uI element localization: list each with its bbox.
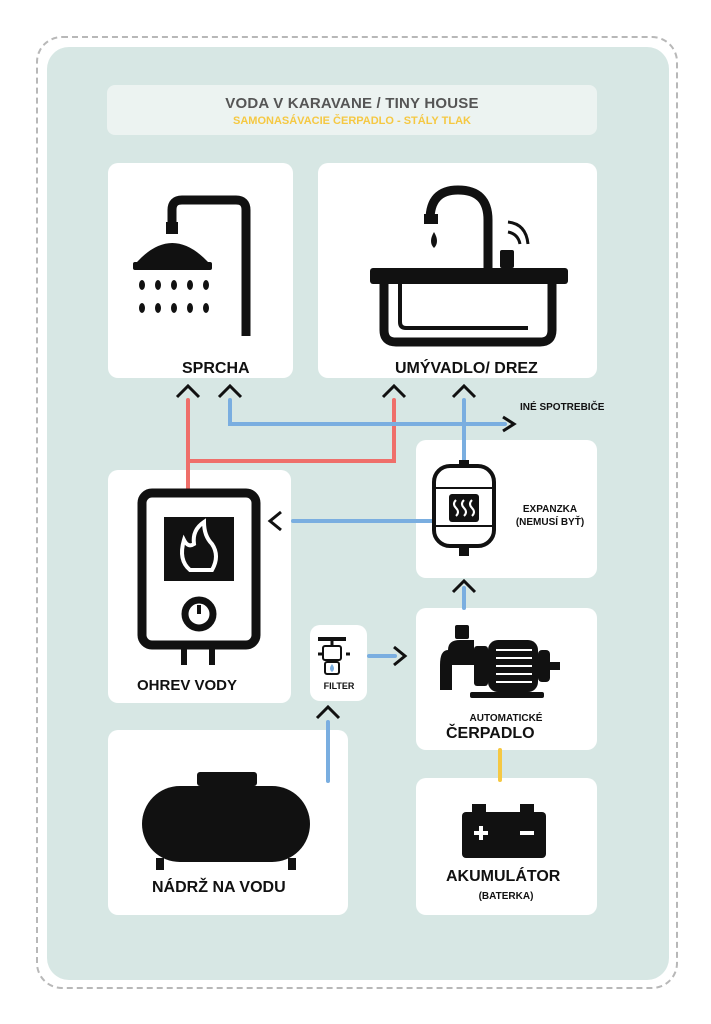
- arrow-icon: [393, 645, 408, 667]
- shower-label: SPRCHA: [182, 360, 250, 377]
- sink-faucet-icon: [370, 185, 568, 347]
- arrow-icon: [451, 578, 477, 594]
- battery-label: AKUMULÁTOR: [446, 868, 561, 885]
- arrow-icon: [381, 383, 407, 399]
- expansion-tank-label: EXPANZKA (NEMUSÍ BYŤ): [500, 503, 600, 529]
- water-tank-icon: [142, 772, 310, 870]
- battery-note: (BATERKA): [478, 891, 534, 902]
- other-appliances-text: INÉ SPOTREBIČE: [520, 402, 605, 413]
- expansion-tank-icon: [432, 460, 496, 556]
- cold-water-distribution-pipe: [228, 398, 507, 462]
- tank-label: NÁDRŽ NA VODU: [152, 879, 286, 896]
- dashed-frame: [36, 36, 678, 989]
- title-box: VODA V KARAVANE / TINY HOUSE SAMONASÁVAC…: [107, 85, 597, 135]
- pump-label-top: AUTOMATICKÉ: [469, 713, 543, 724]
- arrow-icon: [175, 383, 201, 399]
- water-heater-icon: [137, 488, 261, 665]
- shower-icon: [133, 195, 251, 336]
- pump-motor-icon: [440, 625, 560, 698]
- battery-icon: [462, 804, 546, 858]
- arrow-icon: [451, 383, 477, 399]
- filter-icon: [318, 637, 350, 675]
- expansion-tank-note: (NEMUSÍ BYŤ): [515, 517, 585, 528]
- expansion-tank-name: EXPANZKA: [522, 504, 578, 515]
- arrow-icon: [217, 383, 243, 399]
- heater-label: OHREV VODY: [137, 677, 238, 694]
- diagram-title: VODA V KARAVANE / TINY HOUSE: [225, 95, 479, 112]
- arrow-icon: [315, 704, 341, 720]
- arrow-icon: [267, 510, 282, 532]
- filter-label: FILTER: [323, 681, 355, 691]
- arrow-icon: [502, 415, 517, 433]
- other-appliances-label: INÉ SPOTREBIČE: [520, 401, 604, 414]
- hot-water-pipe: [186, 398, 396, 492]
- diagram-subtitle: SAMONASÁVACIE ČERPADLO - STÁLY TLAK: [233, 115, 471, 127]
- sink-label: UMÝVADLO/ DREZ: [395, 360, 538, 377]
- pump-label: ČERPADLO: [446, 725, 535, 742]
